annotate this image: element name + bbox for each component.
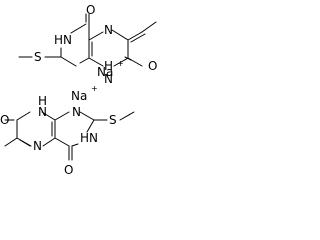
bond bbox=[54, 111, 70, 121]
bond bbox=[127, 31, 143, 41]
sodium-charge-1: + bbox=[117, 59, 124, 68]
bond bbox=[111, 29, 129, 41]
bond bbox=[54, 137, 70, 147]
bond bbox=[119, 111, 135, 121]
chemical-structure-diagram: O N HN S H N O Na + Na + H N O bbox=[0, 0, 165, 179]
bond bbox=[41, 111, 56, 121]
bond bbox=[130, 33, 146, 43]
sodium-charge-2: + bbox=[91, 84, 98, 93]
top-molecule: O N HN S H N O bbox=[18, 3, 157, 86]
sodium-ion-1: Na bbox=[97, 65, 113, 79]
atom-n-top: N bbox=[104, 23, 113, 37]
atom-hn-bottom: HN bbox=[80, 131, 98, 145]
bond bbox=[88, 57, 104, 67]
bond bbox=[4, 137, 18, 147]
atom-n-bottom-top: N bbox=[38, 105, 47, 119]
atom-n-top-bottom: N bbox=[104, 72, 113, 86]
bond bbox=[86, 119, 95, 133]
atom-o-left: O bbox=[0, 113, 9, 127]
structure-svg: O N HN S H N O Na + Na + H N O bbox=[0, 3, 157, 177]
atom-s-bottom: S bbox=[109, 113, 117, 127]
atom-h-top: H bbox=[104, 59, 113, 73]
bond bbox=[79, 111, 95, 121]
bond bbox=[113, 57, 129, 67]
bond bbox=[88, 31, 104, 41]
atom-o-right: O bbox=[148, 59, 157, 73]
atom-n-bottom-mid: N bbox=[72, 105, 81, 119]
bond bbox=[16, 111, 31, 121]
bond bbox=[141, 21, 157, 33]
bond bbox=[70, 23, 87, 34]
atom-s-top: S bbox=[34, 50, 42, 64]
bottom-molecule: H N O N S N HN O bbox=[0, 94, 135, 177]
bond bbox=[42, 137, 56, 147]
bond bbox=[71, 143, 79, 147]
bond bbox=[19, 139, 31, 147]
sodium-ions: Na + Na + bbox=[71, 59, 124, 103]
bond bbox=[79, 57, 90, 64]
bond bbox=[60, 56, 77, 67]
sodium-ion-2: Na bbox=[71, 89, 87, 103]
atom-n-bottom-left: N bbox=[33, 139, 42, 153]
atom-h-bottom: H bbox=[38, 94, 47, 108]
atom-o-bottom: O bbox=[64, 163, 73, 177]
atom-o-top: O bbox=[86, 3, 95, 17]
atom-hn-top: HN bbox=[54, 33, 72, 47]
